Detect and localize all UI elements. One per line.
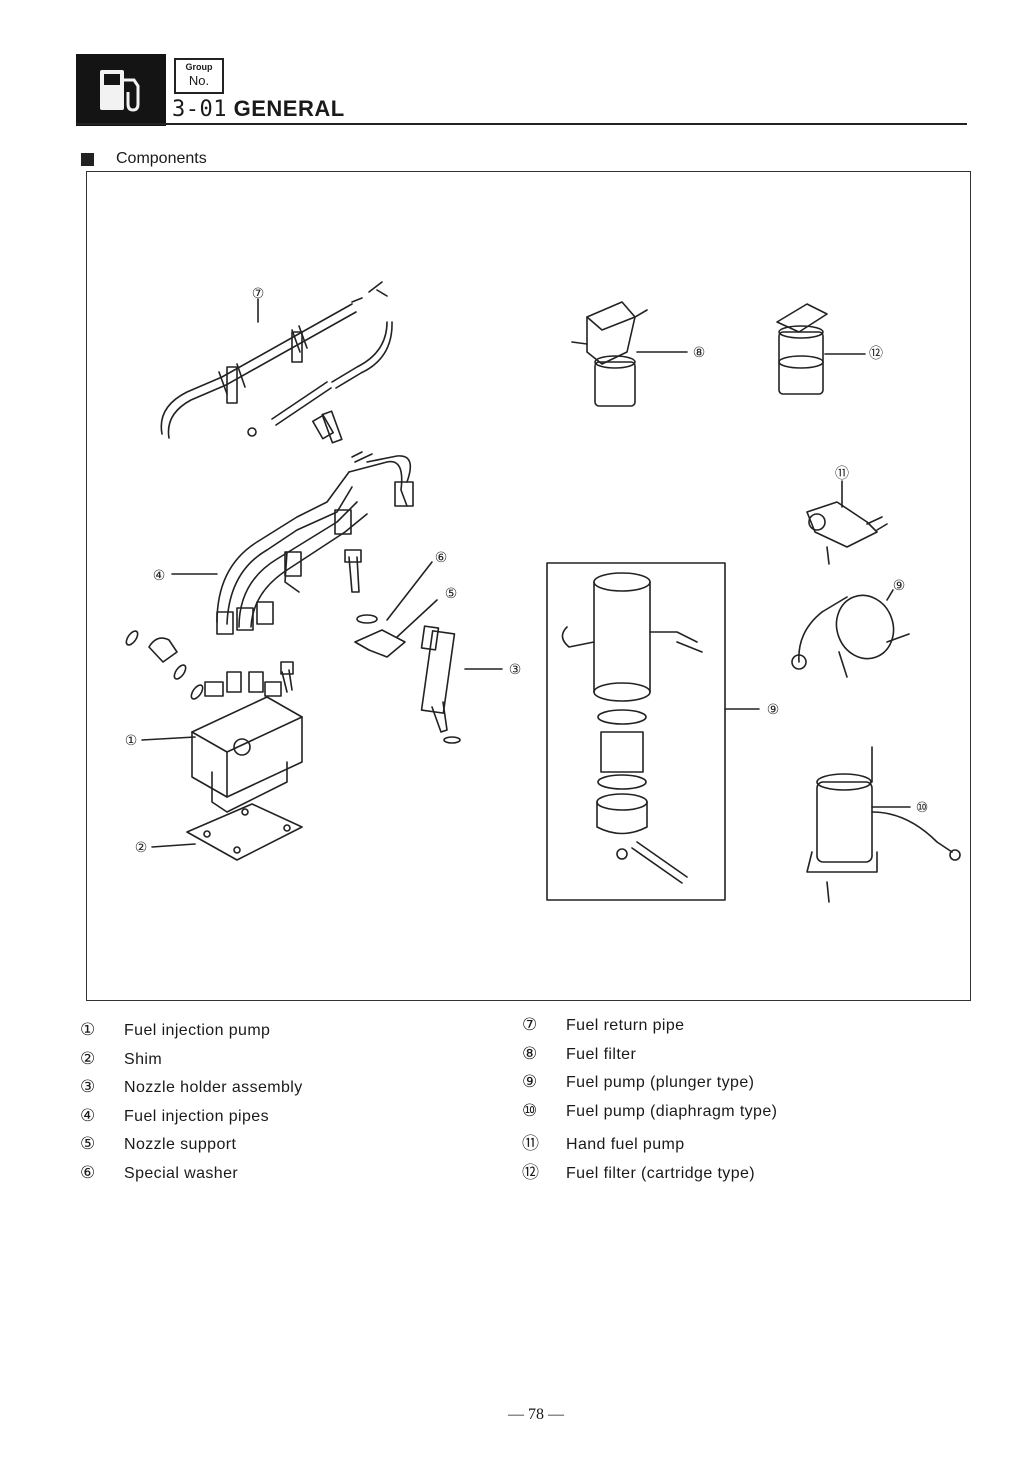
legend-item: ⑥ Special washer: [80, 1163, 238, 1183]
legend-label: Fuel filter (cartridge type): [566, 1164, 756, 1182]
legend-item: ⑩ Fuel pump (diaphragm type): [522, 1101, 777, 1121]
legend-mark: ⑪: [522, 1134, 540, 1153]
section-icon-block: [76, 54, 166, 126]
shim-drawing: [186, 803, 303, 861]
fuel-return-pipe-drawing: [160, 281, 393, 440]
callout-6: ⑥: [435, 550, 448, 566]
legend-label: Nozzle support: [124, 1136, 237, 1153]
legend-label: Special washer: [124, 1164, 239, 1182]
components-heading: Components: [116, 150, 207, 167]
legend-label: Fuel pump (diaphragm type): [566, 1102, 778, 1120]
callout-11: ⑪: [835, 466, 849, 482]
legend-label: Fuel filter: [566, 1045, 637, 1063]
page-number: — 78 —: [508, 1406, 564, 1423]
legend-mark: ④: [80, 1105, 96, 1125]
cartridge-filter-drawing: [776, 303, 828, 395]
group-number-box: Group No.: [174, 58, 224, 94]
legend-item: ⑤ Nozzle support: [80, 1134, 236, 1154]
group-label: Group: [185, 62, 213, 72]
legend-mark: ⑥: [80, 1162, 96, 1182]
legend-mark: ②: [80, 1048, 96, 1068]
callout-2: ②: [135, 840, 148, 856]
components-diagram: ⑦ ④ ① ② ③ ⑥ ⑤ ⑧ ⑫ ⑪ ⑨ ⑨ ⑩: [86, 171, 971, 1001]
legend-item: ③ Nozzle holder assembly: [80, 1077, 303, 1097]
fuel-injection-pipes-drawing: [216, 451, 414, 635]
plunger-pump-inset: [546, 562, 726, 901]
diaphragm-fuel-pump-drawing: [791, 594, 910, 678]
callout-5: ⑤: [445, 586, 458, 602]
legend-label: Fuel return pipe: [566, 1017, 685, 1034]
callout-8: ⑧: [693, 345, 706, 361]
electric-fuel-pump-drawing: [806, 746, 961, 903]
group-no-label: No.: [188, 73, 210, 88]
legend-label: Fuel pump (plunger type): [566, 1074, 755, 1091]
callout-10: ⑩: [916, 800, 929, 816]
leader-2: [151, 843, 196, 848]
title-divider: [76, 123, 967, 125]
legend-item: ⑪ Hand fuel pump: [522, 1129, 685, 1154]
leader-1: [141, 736, 196, 741]
page-title: 3-01 GENERAL: [172, 96, 345, 122]
legend-item: ⑫ Fuel filter (cartridge type): [522, 1158, 755, 1183]
legend-mark: ⑩: [522, 1100, 538, 1120]
fuel-pump-icon: [100, 70, 140, 112]
callout-3: ③: [509, 662, 522, 678]
legend-mark: ⑨: [522, 1072, 538, 1091]
legend-item: ② Shim: [80, 1049, 162, 1069]
leader-6: [386, 561, 433, 621]
callout-9-inset: ⑨: [767, 702, 780, 718]
section-title: GENERAL: [233, 96, 345, 121]
heading-bullet: [81, 153, 94, 166]
fuel-injection-pump-drawing: [191, 661, 303, 813]
callout-7: ⑦: [252, 286, 265, 302]
legend-label: Nozzle holder assembly: [124, 1079, 303, 1096]
legend-mark: ⑦: [522, 1015, 538, 1034]
nozzle-holder-drawing: [420, 625, 461, 744]
section-number: 3-01: [172, 97, 227, 122]
legend-item: ④ Fuel injection pipes: [80, 1106, 269, 1126]
legend-mark: ①: [80, 1020, 96, 1039]
legend-label: Fuel injection pipes: [124, 1107, 269, 1125]
callout-9: ⑨: [893, 578, 906, 594]
legend-mark: ⑧: [522, 1043, 538, 1063]
legend-item: ⑦ Fuel return pipe: [522, 1015, 684, 1035]
exploded-view-illustration: ⑦ ④ ① ② ③ ⑥ ⑤ ⑧ ⑫ ⑪ ⑨ ⑨ ⑩: [125, 281, 961, 903]
legend-item: ① Fuel injection pump: [80, 1020, 270, 1040]
callout-4: ④: [153, 568, 166, 584]
legend-label: Fuel injection pump: [124, 1022, 271, 1039]
legend-mark: ⑤: [80, 1134, 96, 1153]
plunger-fuel-pump-drawing: [561, 572, 703, 884]
legend-item: ⑧ Fuel filter: [522, 1044, 636, 1064]
leader-5: [396, 599, 438, 638]
legend-item: ⑨ Fuel pump (plunger type): [522, 1072, 754, 1092]
nozzle-support-drawing: [354, 629, 406, 658]
legend-mark: ⑫: [522, 1162, 540, 1182]
leader-9: [886, 589, 894, 601]
legend-label: Hand fuel pump: [566, 1136, 685, 1153]
callout-12: ⑫: [869, 346, 883, 362]
callout-1: ①: [125, 733, 138, 749]
legend-label: Shim: [124, 1050, 163, 1068]
hand-fuel-pump-drawing: [806, 501, 888, 565]
legend-mark: ③: [80, 1077, 96, 1096]
fuel-filter-drawing: [571, 301, 648, 407]
